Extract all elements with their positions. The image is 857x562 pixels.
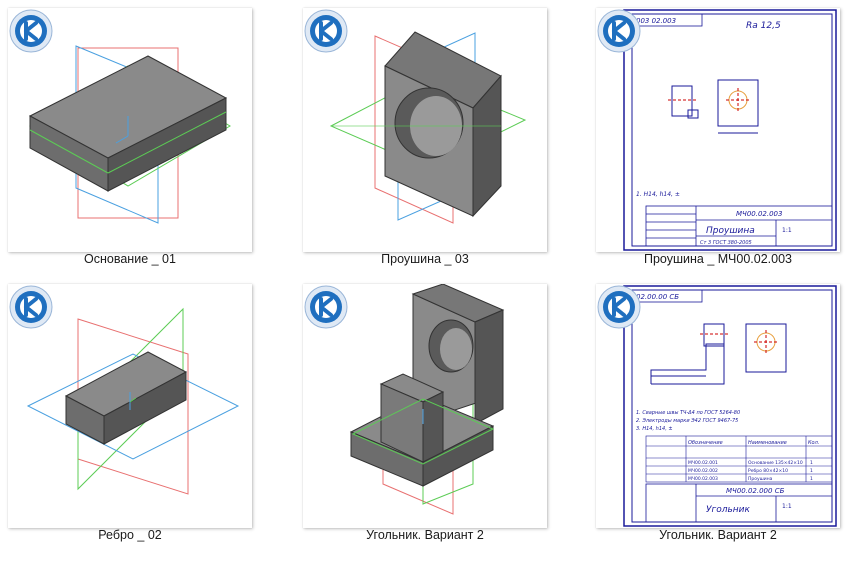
file-tile[interactable]: Ребро _ 02 [0, 276, 260, 551]
drawing-preview: 003 02.003 Ra 12,5 1. Н14, h14, ± [623, 9, 837, 251]
drawing-note: 2. Электроды марки Э42 ГОСТ 9467-75 [636, 418, 738, 424]
kompas-3d-icon [304, 285, 348, 329]
svg-text:Основание 135×42×10: Основание 135×42×10 [748, 460, 803, 466]
file-tile[interactable]: 003 02.003 Ra 12,5 1. Н14, h14, ± [588, 0, 848, 275]
kompas-3d-icon [597, 285, 641, 329]
drawing-view-left [668, 85, 699, 119]
file-name[interactable]: Проушина _ 03 [381, 252, 469, 266]
drawing-view-assembly [650, 323, 728, 385]
spec-table [645, 435, 833, 483]
svg-text:Обозначение: Обозначение [688, 440, 723, 446]
svg-text:Ребро 80×42×10: Ребро 80×42×10 [748, 468, 788, 474]
drawing-view-front [717, 79, 759, 134]
drawing-stamp-code: 02.00.00 СБ [636, 293, 679, 301]
file-thumbnail[interactable] [8, 284, 252, 528]
file-tile[interactable]: 02.00.00 СБ 1. Сварные швы ТЧ-Δ4 по ГОСТ… [588, 276, 848, 551]
svg-text:Проушина: Проушина [748, 476, 773, 482]
drawing-note: 3. Н14, h14, ± [636, 426, 673, 432]
kompas-3d-icon [9, 285, 53, 329]
title-block-name: Проушина [706, 226, 755, 236]
title-block [645, 205, 833, 247]
title-block-scale: 1:1 [782, 227, 792, 234]
svg-text:Кол.: Кол. [808, 440, 819, 446]
svg-text:МЧ00.02.001: МЧ00.02.001 [688, 460, 718, 466]
assembly-3d-preview [349, 284, 505, 515]
kompas-3d-icon [304, 9, 348, 53]
svg-text:МЧ00.02.002: МЧ00.02.002 [688, 468, 718, 474]
title-block-name: Угольник [706, 505, 751, 515]
svg-text:Наименование: Наименование [748, 440, 787, 446]
drawing-preview: 02.00.00 СБ 1. Сварные швы ТЧ-Δ4 по ГОСТ… [623, 285, 837, 527]
drawing-note: 1. Н14, h14, ± [636, 191, 680, 198]
drawing-note: 1. Сварные швы ТЧ-Δ4 по ГОСТ 5264-80 [636, 410, 740, 416]
kompas-3d-icon [597, 9, 641, 53]
file-thumbnail[interactable]: 003 02.003 Ra 12,5 1. Н14, h14, ± [596, 8, 840, 252]
svg-text:1: 1 [810, 460, 813, 466]
file-tile[interactable]: Угольник. Вариант 2 [295, 276, 555, 551]
title-block-code: МЧ00.02.000 СБ [726, 487, 785, 495]
kompas-3d-icon [9, 9, 53, 53]
file-name[interactable]: Угольник. Вариант 2 [366, 528, 484, 542]
drawing-view-side [745, 323, 787, 373]
title-block [645, 483, 833, 523]
file-thumbnail[interactable] [303, 8, 547, 252]
roughness-mark: Ra 12,5 [746, 21, 781, 31]
file-thumbnail[interactable]: 02.00.00 СБ 1. Сварные швы ТЧ-Δ4 по ГОСТ… [596, 284, 840, 528]
file-name[interactable]: Проушина _ МЧ00.02.003 [644, 252, 792, 266]
svg-text:1: 1 [810, 476, 813, 482]
file-name[interactable]: Угольник. Вариант 2 [659, 528, 777, 542]
part-3d-preview [26, 307, 240, 495]
title-block-material: Ст 3 ГОСТ 380-2005 [700, 240, 752, 246]
svg-text:МЧ00.02.003: МЧ00.02.003 [688, 476, 718, 482]
svg-text:1: 1 [810, 468, 813, 474]
drawing-stamp-code: 003 02.003 [636, 17, 676, 25]
part-3d-preview [329, 31, 527, 224]
file-thumbnail[interactable] [8, 8, 252, 252]
file-name[interactable]: Основание _ 01 [84, 252, 176, 266]
file-tile[interactable]: Проушина _ 03 [295, 0, 555, 275]
file-thumbnail[interactable] [303, 284, 547, 528]
title-block-scale: 1:1 [782, 503, 792, 510]
part-3d-preview [28, 45, 231, 224]
file-name[interactable]: Ребро _ 02 [98, 528, 162, 542]
file-tile[interactable]: Основание _ 01 [0, 0, 260, 275]
title-block-code: МЧ00.02.003 [736, 210, 782, 218]
